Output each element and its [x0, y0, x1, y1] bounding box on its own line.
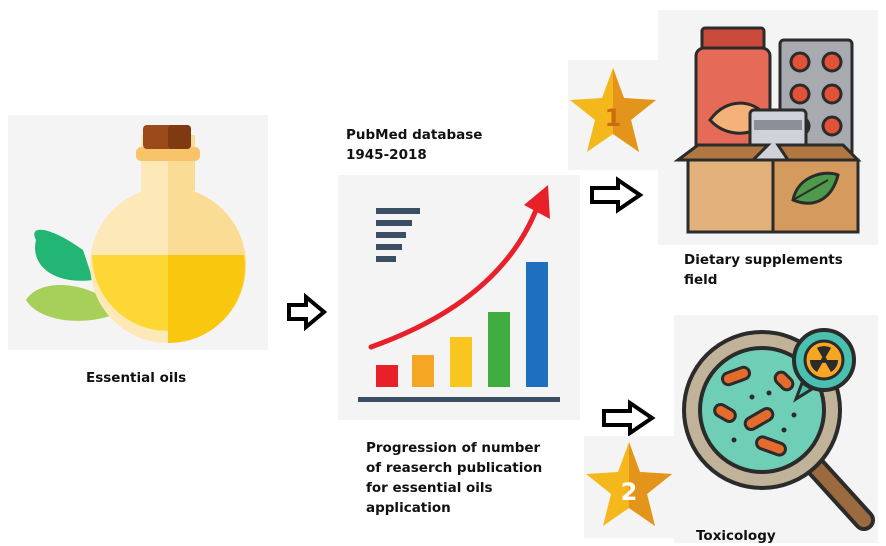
pubmed-title: PubMed database 1945-2018	[346, 125, 482, 165]
star-1-number: 1	[605, 104, 622, 132]
chart-baseline	[358, 397, 560, 402]
toxicology-label: Toxicology	[696, 528, 776, 544]
star-1-panel: 1	[568, 60, 658, 170]
oil-bottle-icon	[26, 125, 246, 344]
progression-line3: for essential oils	[366, 480, 493, 496]
progression-line2: of reaserch publication	[366, 460, 543, 476]
bar-4	[488, 312, 510, 387]
star-2-icon: 2	[586, 442, 672, 526]
bar-3	[450, 337, 472, 387]
right-arrow-icon	[602, 399, 656, 437]
essential-oils-label: Essential oils	[86, 370, 187, 386]
bar-1	[376, 365, 398, 387]
progression-line4: application	[366, 500, 451, 516]
bar-2	[412, 355, 434, 387]
right-arrow-icon	[287, 293, 328, 331]
text-lines-icon	[376, 208, 420, 262]
essential-oils-panel	[8, 115, 268, 350]
growth-chart-icon	[358, 185, 560, 402]
supplements-box-icon	[673, 26, 862, 234]
star-2-panel: 2	[584, 436, 674, 538]
star-1-icon: 1	[570, 68, 656, 152]
dietary-supplements-panel	[658, 10, 878, 245]
trend-arrow-line	[368, 202, 541, 350]
dietary-line1: Dietary supplements	[684, 252, 843, 268]
dietary-supplements-label: Dietary supplements field	[684, 250, 843, 290]
pubmed-title-line2: 1945-2018	[346, 147, 427, 163]
trend-arrow-head	[524, 185, 550, 219]
magnifier-bacteria-icon	[682, 328, 875, 531]
publication-chart-panel	[338, 175, 580, 420]
bar-5	[526, 262, 548, 387]
toxicology-panel	[674, 315, 878, 543]
progression-line1: Progression of number	[366, 440, 541, 456]
pubmed-title-line1: PubMed database	[346, 127, 483, 143]
dietary-line2: field	[684, 272, 718, 288]
progression-caption: Progression of number of reaserch public…	[366, 438, 542, 518]
star-2-number: 2	[621, 478, 638, 506]
right-arrow-icon	[590, 176, 644, 214]
